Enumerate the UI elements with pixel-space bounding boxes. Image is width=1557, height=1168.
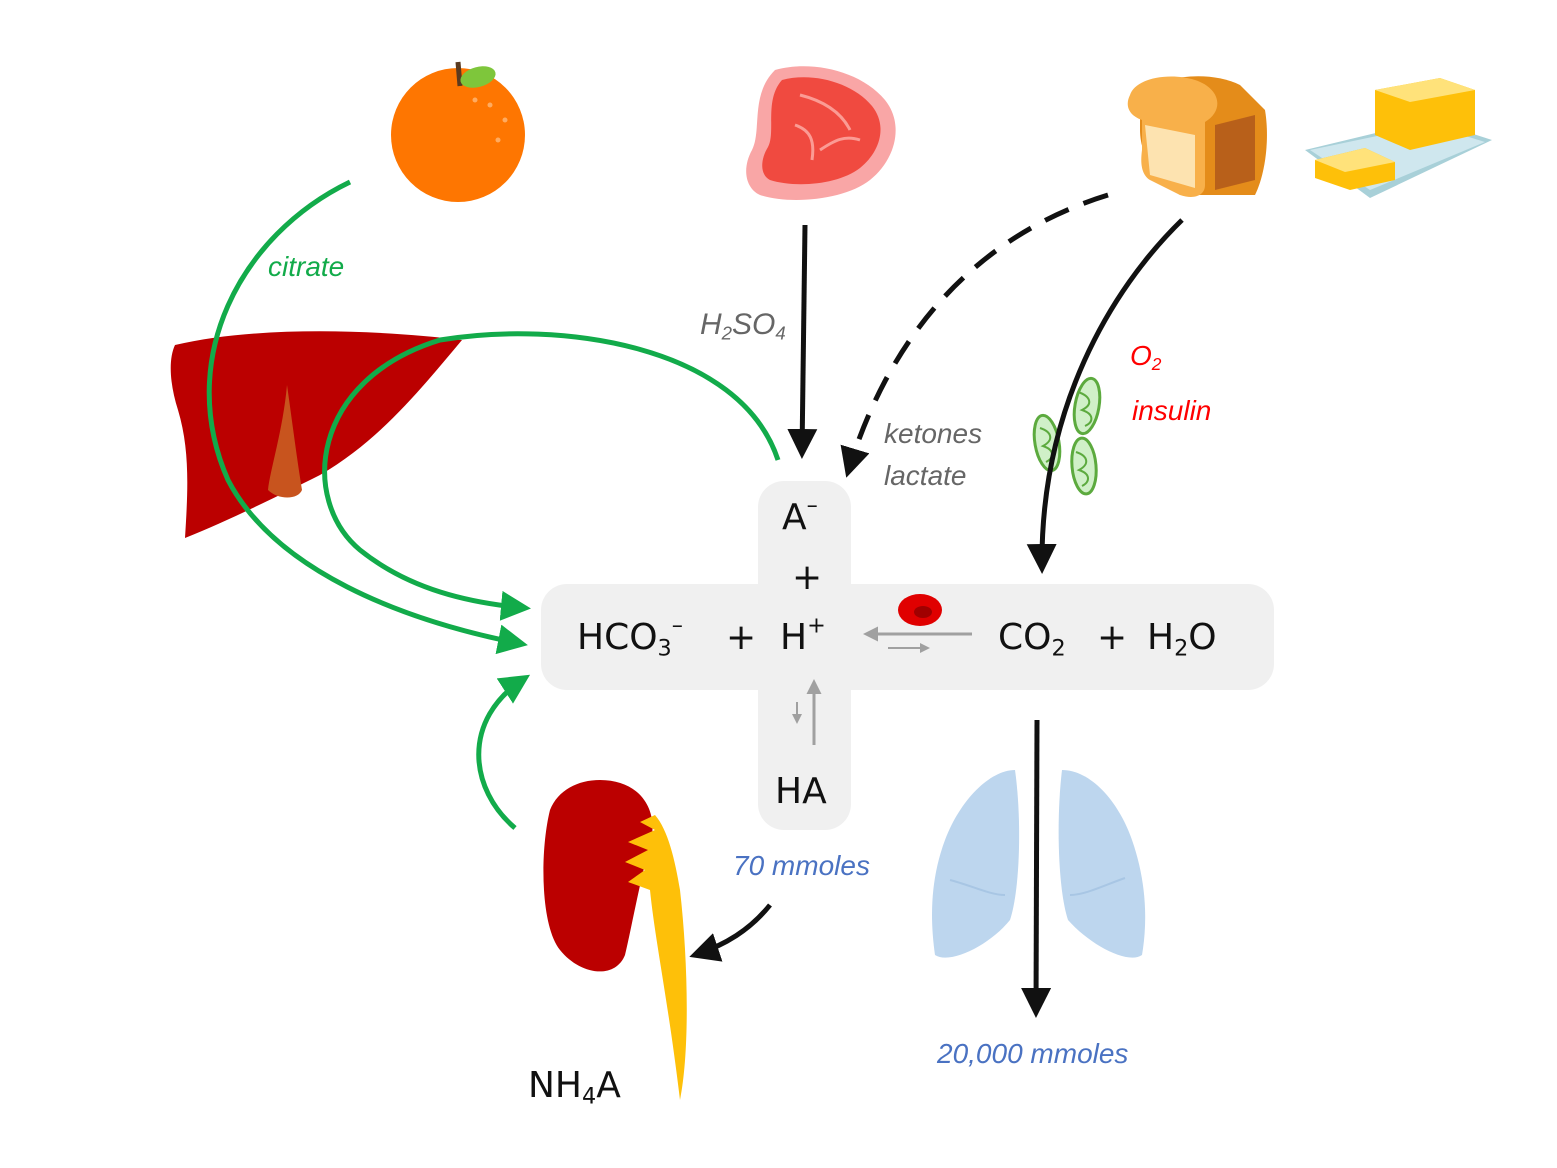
liver-loop-arrow [322, 331, 781, 621]
black-arrows [689, 192, 1184, 1018]
green-arrows [206, 179, 781, 830]
plus-vertical: + [792, 557, 823, 598]
plus-2: + [1097, 617, 1128, 658]
mmoles-70-label: 70 mmoles [733, 850, 870, 881]
nh4a-label: NH4A [528, 1065, 621, 1110]
a-minus: A– [782, 492, 818, 538]
h2o: H2O [1147, 617, 1217, 662]
mmoles-20000-label: 20,000 mmoles [937, 1038, 1129, 1069]
orange-icon [391, 61, 525, 202]
insulin-label: insulin [1132, 395, 1212, 426]
ketones-label: ketones [884, 418, 983, 449]
red-blood-cell-icon [898, 594, 942, 626]
lungs-icon [932, 770, 1146, 958]
gray-equilibrium-arrows [792, 626, 972, 745]
co2: CO2 [998, 617, 1066, 662]
kidney-icon [543, 780, 687, 1100]
lactate-label: lactate [884, 460, 967, 491]
reaction-box [541, 481, 1274, 830]
o2-label: O2 [1130, 340, 1162, 375]
liver-icon [170, 331, 462, 538]
citrate-arrow [206, 179, 528, 655]
plus-1: + [726, 617, 757, 658]
ketones-dashed-arrow [840, 192, 1109, 478]
mitochondria-icon [1032, 376, 1102, 496]
kidney-excretion-arrow [689, 903, 772, 962]
h-plus: H+ [780, 612, 826, 658]
bread-icon [1127, 76, 1267, 197]
oxidation-arrow [1026, 218, 1184, 574]
meat-icon [746, 66, 896, 200]
ha: HA [775, 771, 827, 812]
kidney-bicarbonate-arrow [476, 674, 531, 830]
lung-exhale-arrow [1021, 719, 1052, 1018]
citrate-label: citrate [268, 251, 345, 282]
hco3-minus: HCO3– [577, 612, 683, 662]
h2so4-label: H2SO4 [700, 308, 786, 344]
h2so4-arrow [787, 224, 818, 459]
butter-icon [1305, 78, 1492, 198]
